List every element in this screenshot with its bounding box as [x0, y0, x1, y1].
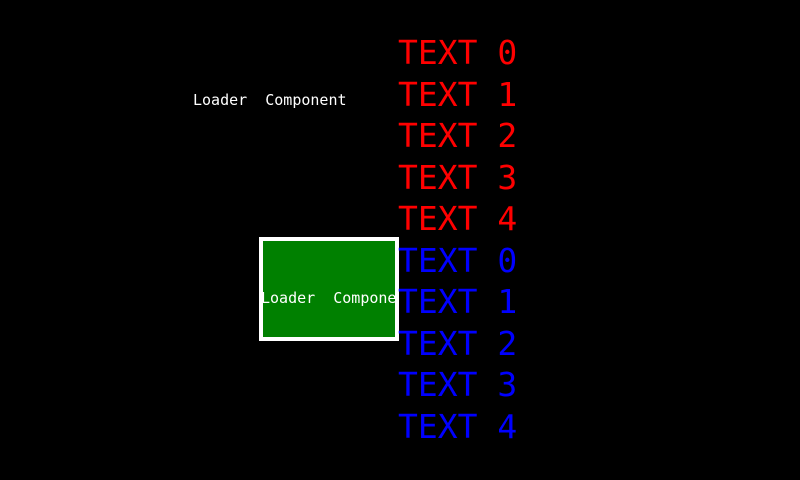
loader-component-box[interactable]: Loader Component — [259, 237, 399, 341]
text-row[interactable]: TEXT 1 — [398, 282, 518, 321]
text-row[interactable]: TEXT 1 — [398, 74, 518, 114]
top-loader-component-label: Loader Component — [193, 91, 347, 109]
text-row[interactable]: TEXT 0 — [398, 240, 518, 280]
text-row[interactable]: TEXT 3 — [398, 365, 518, 404]
text-row[interactable]: TEXT 3 — [398, 157, 518, 197]
text-row[interactable]: TEXT 0 — [398, 33, 518, 72]
loader-box-label: Loader Component — [261, 289, 397, 307]
text-row[interactable]: TEXT 2 — [398, 323, 518, 363]
text-row[interactable]: TEXT 2 — [398, 116, 518, 155]
text-row[interactable]: TEXT 4 — [398, 199, 518, 238]
text-row[interactable]: TEXT 4 — [398, 406, 518, 446]
